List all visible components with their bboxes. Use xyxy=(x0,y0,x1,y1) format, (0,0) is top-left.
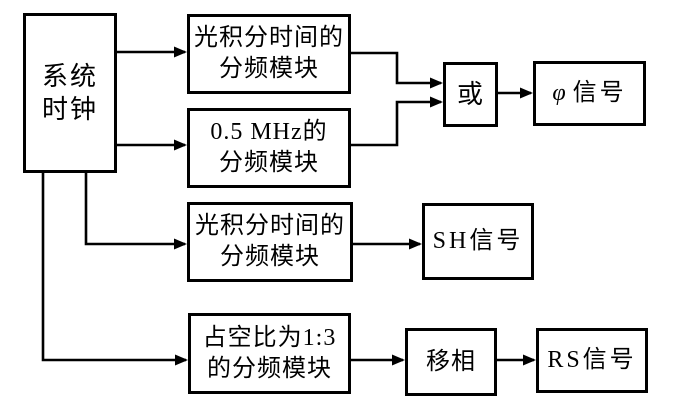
phi-symbol: φ xyxy=(552,80,569,106)
divider-integration-mid-label-line1: 光积分时间的 xyxy=(195,213,345,239)
connector-divider-05mhz-to-or xyxy=(350,96,443,147)
phase-shift-node: 移相 xyxy=(405,328,497,396)
divider-integration-top-label-line1: 光积分时间的 xyxy=(194,25,344,51)
sh-signal-node: SH信号 xyxy=(422,203,534,280)
divider-integration-mid-label-line2: 分频模块 xyxy=(220,244,320,270)
connector-divider-top-to-or xyxy=(350,51,443,89)
system-clock-node: 系统 时钟 xyxy=(23,13,117,173)
divider-integration-mid-node: 光积分时间的 分频模块 xyxy=(187,202,353,282)
system-clock-label-line2: 时钟 xyxy=(41,95,98,124)
divider-integration-top-node: 光积分时间的 分频模块 xyxy=(187,14,351,94)
divider-duty-1-3-label-line1: 占空比为1:3 xyxy=(202,324,337,351)
connector-clock-to-divider-duty xyxy=(41,171,188,366)
divider-05mhz-label-line1: 0.5 MHz的 xyxy=(210,119,328,145)
divider-duty-1-3-node: 占空比为1:3 的分频模块 xyxy=(188,313,351,394)
or-gate-node: 或 xyxy=(443,62,498,127)
sh-signal-label: SH信号 xyxy=(432,228,524,254)
phase-shift-label: 移相 xyxy=(426,348,476,375)
rs-signal-label: RS信号 xyxy=(547,347,637,373)
divider-05mhz-node: 0.5 MHz的 分频模块 xyxy=(187,108,351,188)
divider-integration-top-label-line2: 分频模块 xyxy=(219,56,319,82)
or-gate-label: 或 xyxy=(456,80,484,109)
system-clock-label-line1: 系统 xyxy=(41,62,98,91)
rs-signal-node: RS信号 xyxy=(536,328,648,393)
divider-duty-1-3-label-line2: 的分频模块 xyxy=(207,355,332,382)
connector-clock-to-divider-mid xyxy=(84,171,187,250)
divider-05mhz-label-line2: 分频模块 xyxy=(219,150,319,176)
phi-signal-text: 信号 xyxy=(572,80,627,106)
